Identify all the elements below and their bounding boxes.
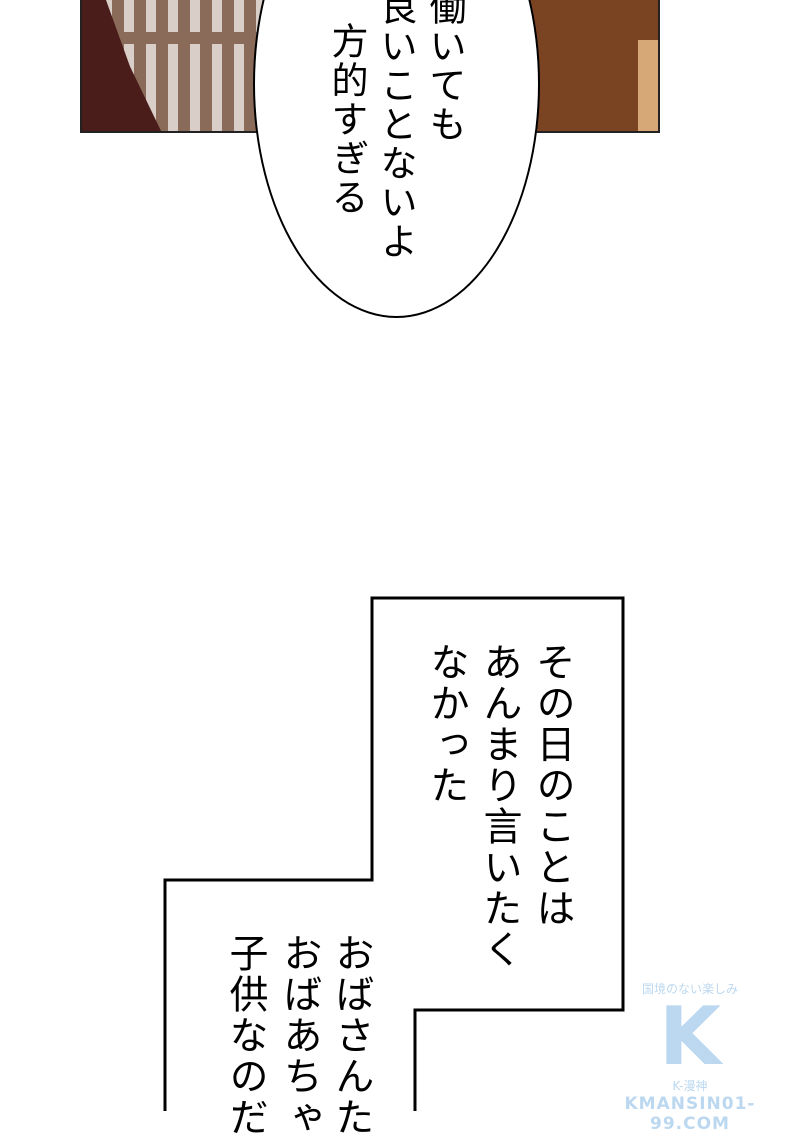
bubble-line-3: 方的すぎる (325, 22, 368, 217)
bubble-line-2: 良いことないよ (374, 0, 417, 261)
character-right (638, 40, 658, 131)
bubble-line-1: 働いても (423, 0, 466, 144)
caption-line-1: その日のことは (530, 642, 575, 929)
watermark-url: KMANSIN01-99.COM (624, 1094, 756, 1134)
watermark-brand: K-漫神 (672, 1079, 708, 1093)
caption-line-4: おばさんた (329, 933, 374, 1138)
watermark-logo: K (659, 990, 721, 1083)
narration-box (163, 596, 625, 1111)
caption-line-5: おばあちゃ (277, 933, 322, 1138)
caption-line-2: あんまり言いたく (477, 642, 522, 970)
caption-line-6: 子供なのだ (223, 933, 268, 1138)
caption-line-3: なかった (424, 642, 469, 806)
watermark-tagline: 国境のない楽しみ (641, 982, 738, 996)
